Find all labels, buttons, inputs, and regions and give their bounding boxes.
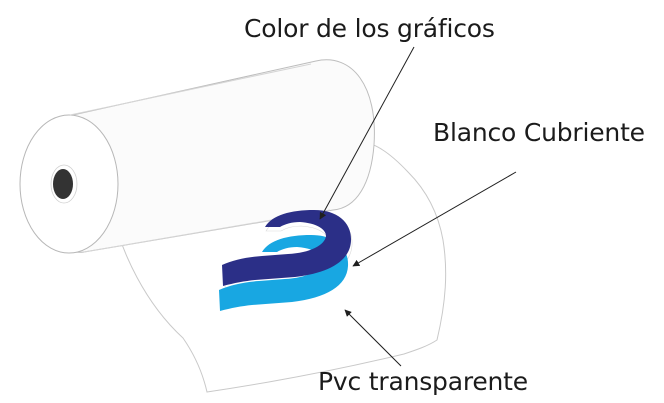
arrow-graphics-color xyxy=(319,46,415,220)
label-clear-pvc: Pvc transparente xyxy=(318,367,528,396)
core-hole xyxy=(53,169,73,199)
arrow-clear-pvc xyxy=(344,309,402,367)
label-white-cover: Blanco Cubriente xyxy=(433,118,645,147)
graphic-light-blue xyxy=(219,235,349,311)
graphic-dark-blue xyxy=(222,210,352,286)
label-graphics-color: Color de los gráficos xyxy=(244,14,495,43)
arrow-white-cover xyxy=(352,171,517,267)
roll-top-line xyxy=(69,63,312,116)
